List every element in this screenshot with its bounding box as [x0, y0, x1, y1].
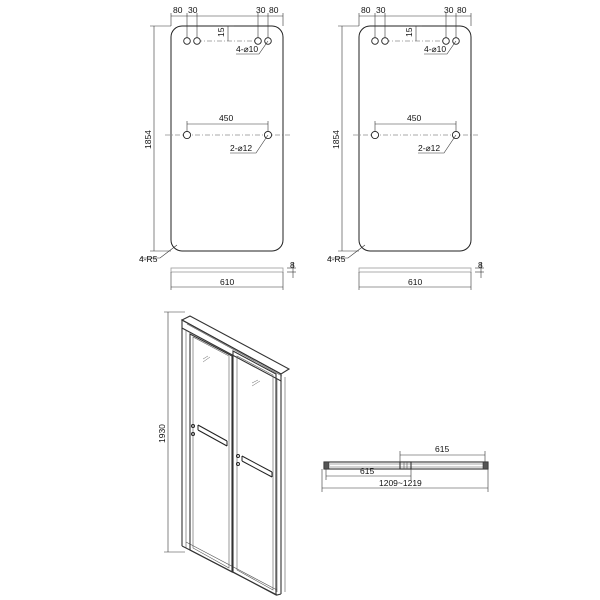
holes-mid-label: 2-⌀12 [230, 143, 252, 153]
dim-80-left: 80 [173, 5, 183, 15]
holes-top-label: 4-⌀10 [424, 44, 446, 54]
hole [370, 130, 380, 140]
overlap-left: 615 [360, 466, 374, 476]
glass-panel-left: 80 30 30 80 15 4-⌀10 450 2-⌀12 1854 4-R [139, 5, 296, 290]
center-overlap [399, 461, 412, 470]
panel-width: 610 [408, 277, 422, 287]
dim-30-right: 30 [256, 5, 266, 15]
hole [193, 37, 201, 45]
overlap-right: 615 [435, 444, 449, 454]
dim-15: 15 [404, 27, 414, 37]
hole [254, 37, 262, 45]
hole [371, 37, 379, 45]
rail-plan [323, 461, 489, 470]
handle-bar-left [191, 424, 228, 447]
dim-80-left: 80 [361, 5, 371, 15]
dim-80-right: 80 [457, 5, 467, 15]
panel-height: 1854 [331, 130, 341, 149]
holes-top-label: 4-⌀10 [236, 44, 258, 54]
handle-bar-right [236, 454, 273, 478]
corner-radius: 4-R5 [327, 254, 346, 264]
panel-thickness: 8 [290, 260, 295, 270]
door-panel-right [232, 350, 277, 596]
panel-edge-view [170, 267, 284, 273]
sliding-door-assembly: 1930 [157, 311, 291, 596]
top-rail [180, 315, 291, 375]
door-height: 1930 [157, 424, 167, 443]
hole [182, 130, 192, 140]
panel-height: 1854 [143, 130, 153, 149]
hole [183, 37, 191, 45]
top-view-plan: 615 615 1209~1219 [321, 444, 489, 492]
dim-80-right: 80 [269, 5, 279, 15]
panel-thickness: 8 [478, 260, 483, 270]
dim-450: 450 [407, 113, 421, 123]
panel-width: 610 [220, 277, 234, 287]
dim-30-left: 30 [188, 5, 198, 15]
door-panel-left [189, 333, 233, 573]
glass-panel-right: 80 30 30 80 15 4-⌀10 450 2-⌀12 1854 4-R5… [327, 5, 484, 290]
corner-radius: 4-R5 [139, 254, 158, 264]
total-width: 1209~1219 [379, 478, 422, 488]
dim-30-left: 30 [376, 5, 386, 15]
dim-450: 450 [219, 113, 233, 123]
dim-15: 15 [216, 27, 226, 37]
dim-30-right: 30 [444, 5, 454, 15]
panel-edge-view [358, 267, 472, 273]
hole [442, 37, 450, 45]
holes-mid-label: 2-⌀12 [418, 143, 440, 153]
hole [381, 37, 389, 45]
